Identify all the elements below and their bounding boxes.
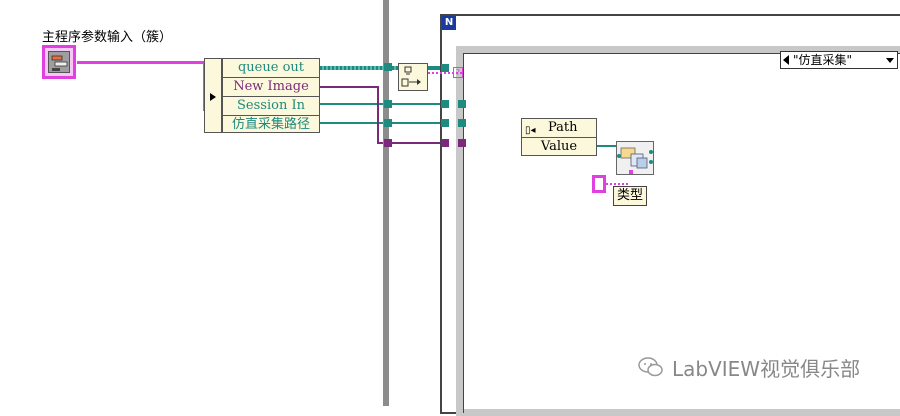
dequeue-icon bbox=[401, 66, 421, 87]
session-tunnel[interactable] bbox=[384, 100, 392, 108]
queue-tunnel[interactable] bbox=[384, 63, 392, 71]
queue-wire[interactable] bbox=[428, 66, 442, 70]
path-case-tunnel[interactable] bbox=[458, 119, 466, 127]
type-label: 类型 bbox=[613, 186, 647, 206]
cluster-wire[interactable] bbox=[77, 61, 205, 64]
image-wire[interactable] bbox=[377, 86, 379, 143]
unbundle-field-new-image[interactable]: New Image bbox=[223, 78, 319, 97]
unbundle-field-queue-out[interactable]: queue out bbox=[223, 59, 319, 78]
unbundle-by-name-node[interactable]: queue out New Image Session In 仿直采集路径 bbox=[222, 58, 320, 133]
image-wire[interactable] bbox=[377, 142, 465, 144]
image-case-tunnel[interactable] bbox=[458, 139, 466, 147]
case-structure-diagram bbox=[463, 53, 900, 413]
sequence-frame-border bbox=[383, 0, 389, 406]
path-wire[interactable] bbox=[320, 122, 520, 124]
wechat-icon bbox=[638, 356, 664, 378]
property-reference-icon: ▯◂ bbox=[525, 125, 536, 136]
property-value-label: Value bbox=[540, 139, 578, 154]
value-wire[interactable] bbox=[597, 145, 617, 147]
unbundle-field-session-in[interactable]: Session In bbox=[223, 97, 319, 116]
watermark-text: LabVIEW视觉俱乐部 bbox=[672, 357, 861, 381]
case-selector-label[interactable]: "仿直采集" bbox=[780, 51, 898, 69]
case-selector-terminal[interactable]: ? bbox=[453, 67, 463, 78]
loop-count-terminal[interactable]: N bbox=[442, 16, 456, 30]
enum-constant[interactable] bbox=[592, 175, 606, 193]
dequeue-element-node[interactable] bbox=[398, 63, 428, 91]
previous-case-icon[interactable] bbox=[783, 55, 789, 65]
queue-wire[interactable] bbox=[320, 66, 398, 70]
session-tunnel[interactable] bbox=[441, 100, 449, 108]
image-tunnel[interactable] bbox=[441, 139, 449, 147]
unbundle-by-name-input[interactable] bbox=[204, 58, 222, 133]
image-wire[interactable] bbox=[320, 86, 378, 88]
path-tunnel[interactable] bbox=[384, 119, 392, 127]
cluster-icon bbox=[51, 55, 68, 71]
selector-wire[interactable] bbox=[428, 72, 462, 74]
property-node[interactable]: ▯◂ Path Value bbox=[521, 118, 597, 156]
cluster-control-label: 主程序参数输入（簇） bbox=[42, 30, 173, 45]
open-file-subvi[interactable] bbox=[616, 141, 654, 175]
unbundle-field-path[interactable]: 仿直采集路径 bbox=[231, 117, 310, 132]
case-dropdown-icon[interactable] bbox=[886, 58, 894, 63]
type-wire[interactable] bbox=[606, 183, 630, 185]
session-case-tunnel[interactable] bbox=[458, 100, 466, 108]
queue-tunnel[interactable] bbox=[441, 64, 449, 72]
property-name: Path bbox=[548, 120, 578, 135]
folder-file-icon bbox=[617, 147, 653, 174]
case-structure[interactable] bbox=[456, 46, 900, 416]
path-tunnel[interactable] bbox=[441, 119, 449, 127]
session-wire[interactable] bbox=[320, 103, 465, 105]
arrow-right-icon bbox=[210, 93, 216, 101]
cluster-control-terminal[interactable] bbox=[42, 45, 76, 79]
image-tunnel[interactable] bbox=[384, 139, 392, 147]
